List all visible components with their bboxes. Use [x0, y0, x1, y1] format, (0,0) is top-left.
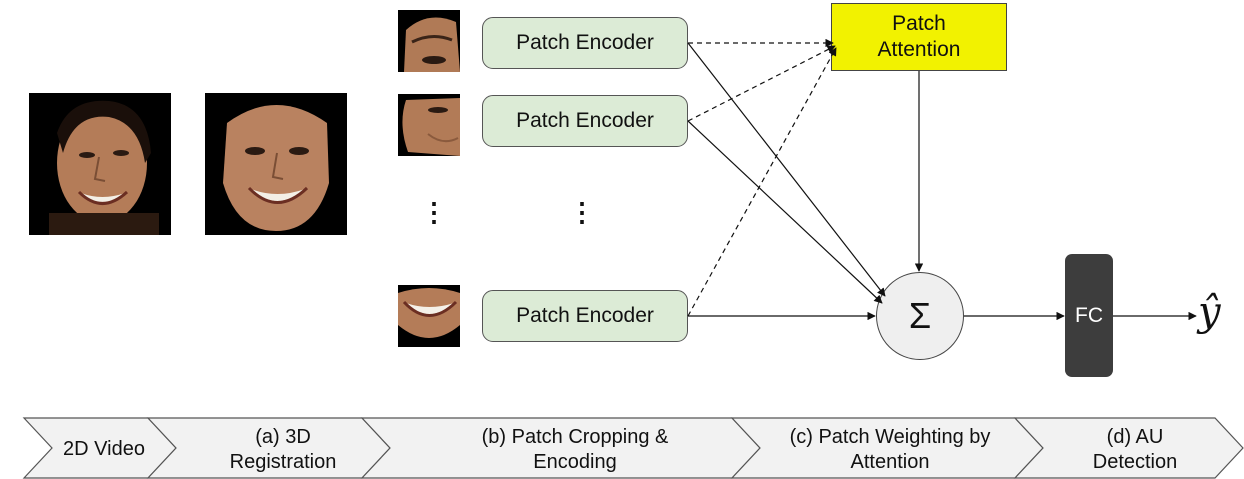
registered-face-image [205, 93, 347, 235]
stage-label-5: (d) AU Detection [1092, 426, 1178, 473]
stage-label-4: (c) Patch Weighting by Attention [789, 426, 991, 473]
input-face-image [29, 93, 171, 235]
patch-encoder-3: Patch Encoder [482, 290, 688, 342]
patch-attention-box: Patch Attention [831, 3, 1007, 71]
fc-layer-block: FC [1065, 254, 1113, 377]
dashed-arrow-enc2-attention [687, 45, 836, 122]
arrow-enc2-sum [687, 120, 883, 304]
patch-attention-label-line2: Attention [877, 38, 961, 61]
patch-encoder-2: Patch Encoder [482, 95, 688, 147]
stage-chevron-5 [1013, 417, 1244, 479]
dashed-arrow-enc3-attention [687, 47, 837, 317]
stage-label-3: (b) Patch Cropping & Encoding [481, 426, 669, 473]
patch-encoder-1: Patch Encoder [482, 17, 688, 69]
mouth-patch-image [398, 285, 460, 347]
summation-node: Σ [876, 272, 964, 360]
stage-label-2: (a) 3D Registration [229, 426, 337, 473]
arrow-enc1-sum [687, 42, 886, 297]
stage-label-1: 2D Video [63, 438, 145, 460]
output-y-hat: ŷ [1198, 289, 1221, 335]
patch-attention-label-line1: Patch [892, 12, 946, 35]
cheek-patch-image [398, 94, 460, 156]
eye-patch-image [398, 10, 460, 72]
